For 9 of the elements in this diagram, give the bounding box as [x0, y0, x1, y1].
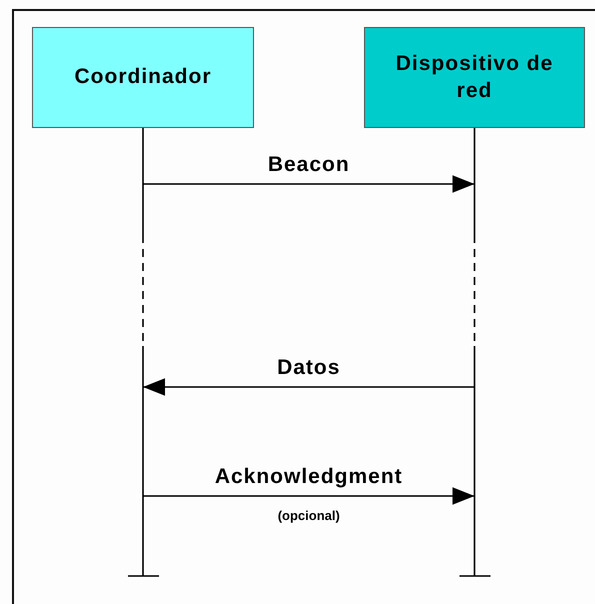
message-label: Beacon — [268, 153, 350, 177]
message-arrow — [143, 378, 474, 396]
message-arrow — [143, 175, 474, 193]
message-label: Acknowledgment — [214, 465, 403, 489]
note-text: (opcional) — [278, 508, 340, 523]
participant-name: Dispositivo de red — [394, 51, 554, 104]
participant-name: Coordinador — [74, 64, 212, 90]
message-label: Datos — [277, 356, 340, 380]
message-arrow — [143, 487, 474, 505]
